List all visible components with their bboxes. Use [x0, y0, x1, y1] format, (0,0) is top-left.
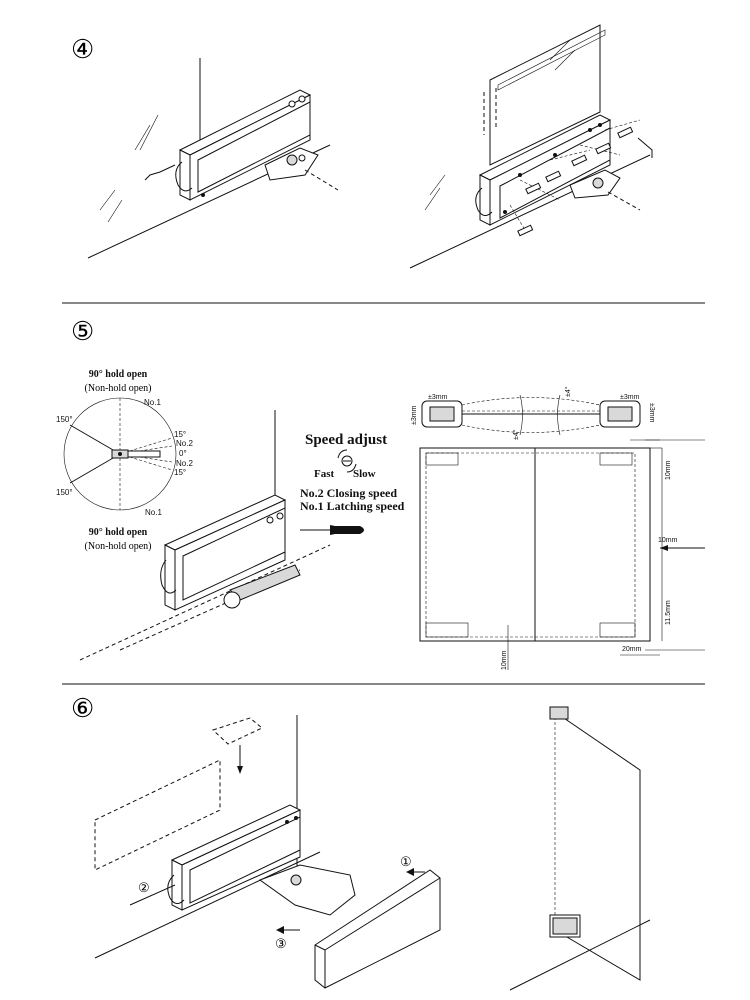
speed-adjust-title: Speed adjust — [305, 432, 387, 448]
step5-closer-illustration — [79, 410, 331, 661]
callout-3: ③ — [275, 936, 287, 951]
step6-left-illustration: ① ② ③ — [94, 715, 441, 989]
label-150-top: 150° — [56, 415, 73, 424]
screwdriver-handle — [330, 525, 364, 535]
step4-right-illustration — [409, 24, 653, 269]
label-no1-top: No.1 — [144, 398, 161, 407]
step6-right-illustration — [509, 706, 651, 991]
hold-bottom-subtitle: (Non-hold open) — [85, 541, 152, 552]
callout-2: ② — [138, 880, 150, 895]
label-zero: 0° — [179, 449, 187, 458]
label-no2-bottom: No.2 — [176, 459, 193, 468]
speed-slow-label: Slow — [353, 468, 376, 480]
latching-speed-label: No.1 Latching speed — [300, 499, 405, 513]
dim-20mm: 20mm — [622, 646, 642, 653]
dim-10mm-right-top: 10mm — [665, 460, 672, 480]
hold-open-diagram: 90° hold open (Non-hold open) No.1 No.1 … — [56, 369, 193, 552]
step4-left-illustration — [87, 58, 339, 259]
callout-1: ① — [400, 854, 412, 869]
dim-pm4-top: ±4° — [564, 386, 572, 397]
dim-pm3mm-side-right: ±3mm — [648, 403, 655, 423]
hold-top-title: 90° hold open — [89, 369, 148, 380]
label-no2-top: No.2 — [176, 439, 193, 448]
label-15-top: 15° — [174, 430, 186, 439]
hold-top-subtitle: (Non-hold open) — [85, 383, 152, 394]
speed-adjust-panel: Speed adjust Fast Slow No.2 Closing spee… — [300, 432, 405, 535]
label-no1-bottom: No.1 — [145, 508, 162, 517]
speed-fast-label: Fast — [314, 468, 335, 480]
step-number-5: ⑤ — [71, 317, 94, 346]
label-15-bottom: 15° — [174, 468, 186, 477]
dim-pm3mm-left: ±3mm — [428, 394, 448, 401]
label-150-bottom: 150° — [56, 488, 73, 497]
dim-pm3mm-side-left: ±3mm — [411, 405, 418, 425]
dim-pm4-left: ±4° — [512, 429, 520, 440]
dim-10mm-bottom: 10mm — [501, 650, 508, 670]
dim-pm3mm-right: ±3mm — [620, 394, 640, 401]
dim-11-5mm: 11.5mm — [665, 600, 672, 625]
dim-10mm-right-mid: 10mm — [658, 537, 678, 544]
hold-bottom-title: 90° hold open — [89, 527, 148, 538]
step-number-6: ⑥ — [71, 694, 94, 723]
closing-speed-label: No.2 Closing speed — [300, 486, 397, 500]
plan-view-diagram: ±3mm ±3mm ±3mm ±3mm ±4° ±4° 10mm 10mm 11… — [411, 386, 705, 670]
step-number-4: ④ — [71, 35, 94, 64]
